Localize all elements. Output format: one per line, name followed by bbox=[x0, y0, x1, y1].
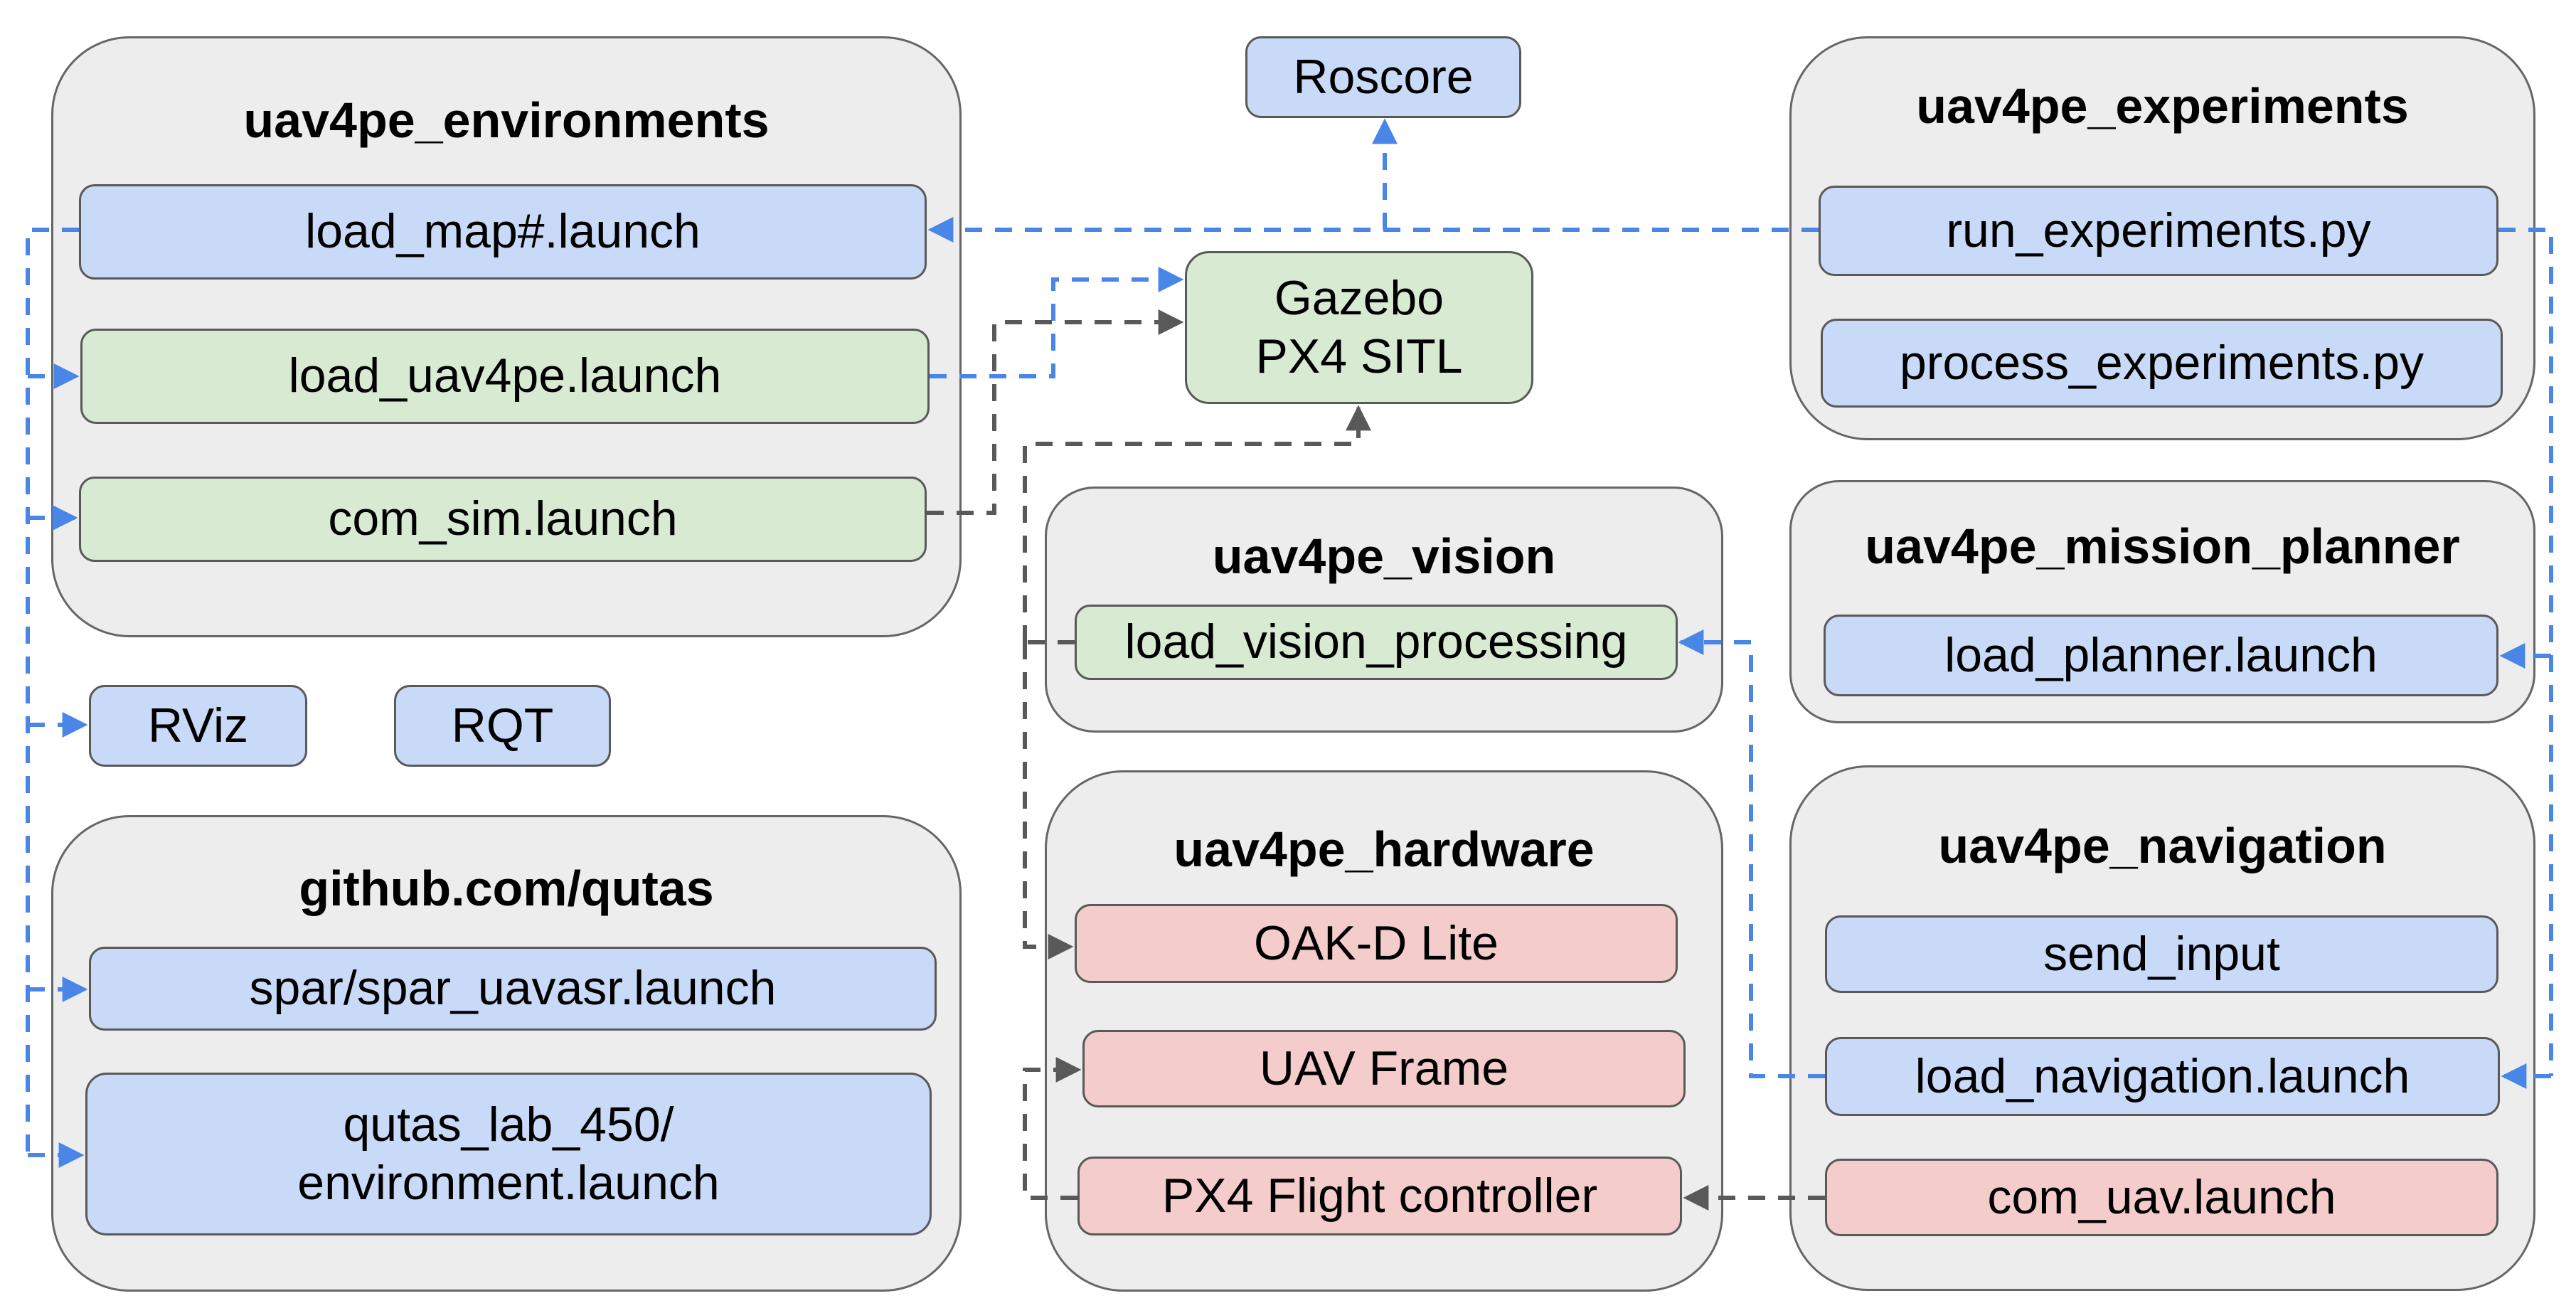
node-load-vision-processing[interactable]: load_vision_processing bbox=[1075, 605, 1678, 680]
node-rviz[interactable]: RViz bbox=[89, 685, 307, 767]
node-spar-uavasr-launch[interactable]: spar/spar_uavasr.launch bbox=[89, 947, 937, 1031]
node-roscore[interactable]: Roscore bbox=[1245, 36, 1521, 118]
node-uav-frame[interactable]: UAV Frame bbox=[1082, 1030, 1686, 1107]
node-com-sim-launch[interactable]: com_sim.launch bbox=[79, 477, 927, 562]
group-title: github.com/qutas bbox=[299, 861, 714, 916]
node-load-planner-launch[interactable]: load_planner.launch bbox=[1824, 615, 2498, 696]
group-title: uav4pe_environments bbox=[243, 92, 770, 148]
node-process-experiments[interactable]: process_experiments.py bbox=[1821, 319, 2503, 408]
node-px4-flight-controller[interactable]: PX4 Flight controller bbox=[1077, 1157, 1682, 1235]
node-load-navigation-launch[interactable]: load_navigation.launch bbox=[1825, 1037, 2500, 1116]
group-title: uav4pe_vision bbox=[1212, 528, 1556, 584]
node-rqt[interactable]: RQT bbox=[394, 685, 611, 767]
node-com-uav-launch[interactable]: com_uav.launch bbox=[1825, 1159, 2498, 1236]
node-qutas-lab-environment-launch[interactable]: qutas_lab_450/ environment.launch bbox=[85, 1073, 932, 1235]
node-run-experiments[interactable]: run_experiments.py bbox=[1819, 186, 2498, 276]
group-title: uav4pe_hardware bbox=[1173, 822, 1595, 877]
connector-com-sim-to-gazebo bbox=[927, 309, 1184, 515]
group-title: uav4pe_navigation bbox=[1938, 818, 2387, 873]
group-title: uav4pe_experiments bbox=[1916, 78, 2409, 134]
group-title: uav4pe_mission_planner bbox=[1865, 519, 2460, 574]
node-gazebo-px4-sitl[interactable]: Gazebo PX4 SITL bbox=[1185, 251, 1533, 404]
connector-load-uav4pe-to-gazebo bbox=[930, 267, 1184, 378]
node-load-map-launch[interactable]: load_map#.launch bbox=[79, 184, 927, 280]
node-oak-d-lite[interactable]: OAK-D Lite bbox=[1075, 904, 1678, 983]
node-send-input[interactable]: send_input bbox=[1825, 915, 2498, 993]
node-load-uav4pe-launch[interactable]: load_uav4pe.launch bbox=[80, 329, 930, 424]
